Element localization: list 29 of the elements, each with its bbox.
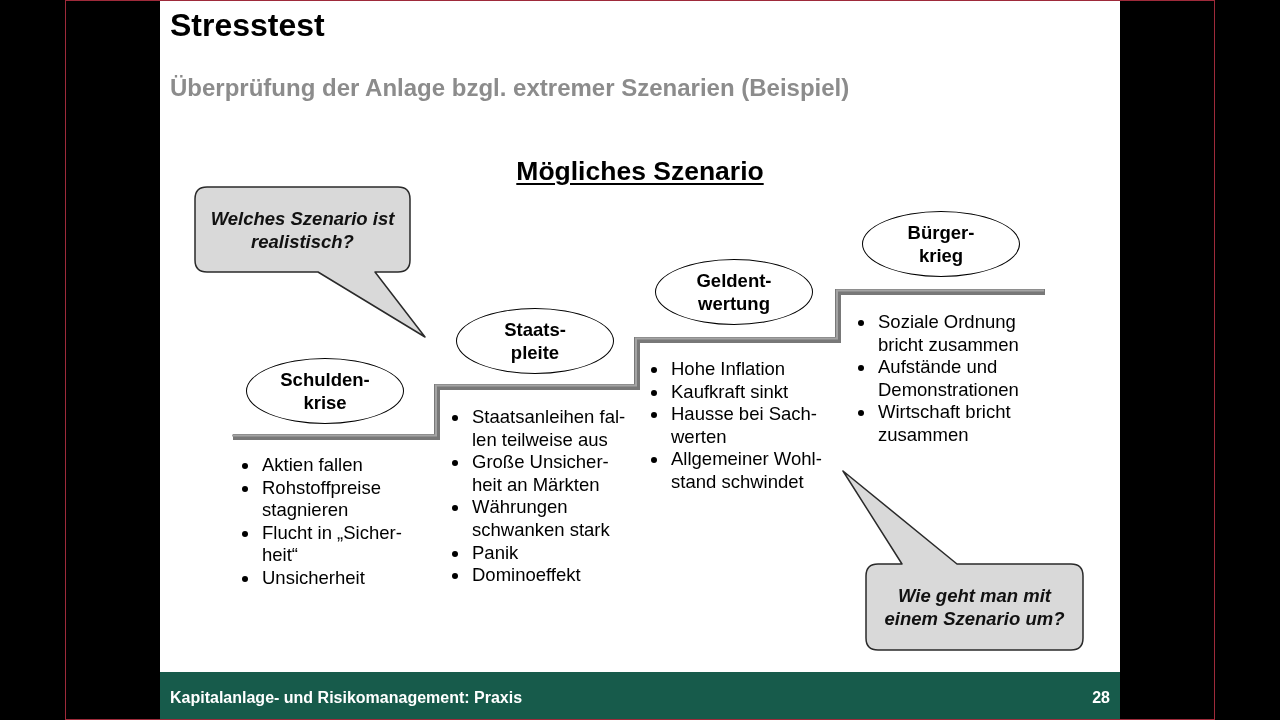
bullet-text: Wirtschaft bricht zusammen <box>878 401 1012 447</box>
scenario-label: Bürger- krieg <box>906 221 976 267</box>
bullet-text: Aktien fallen <box>262 454 363 477</box>
bullet-text: Rohstoffpreise stagnieren <box>262 476 382 522</box>
bullet-text: Dominoeffekt <box>472 564 581 587</box>
bullet-text: Flucht in „Sicher- heit“ <box>262 521 403 567</box>
bullet-text: Große Unsicher- heit an Märkten <box>472 451 610 497</box>
footer-title: Kapitalanlage- und Risikomanagement: Praxis <box>170 689 523 707</box>
question-text: Wie geht man mit einem Szenario um? <box>883 584 1066 630</box>
bullet-text: Soziale Ordnung bricht zusammen <box>878 311 1020 357</box>
bullet-text: Panik <box>472 541 519 565</box>
bullet-text: Aufstände und Demonstrationen <box>878 356 1020 402</box>
page-number: 28 <box>1092 689 1110 707</box>
bullet-text: Staatsanleihen fal- len teilweise aus <box>472 406 627 452</box>
bullet-text: Hausse bei Sach- werten <box>671 403 819 449</box>
bullet-text: Hohe Inflation <box>671 358 786 381</box>
speech-bubble <box>194 186 428 340</box>
scenario-label: Schulden- krise <box>279 368 371 414</box>
slide-subtitle: Überprüfung der Anlage bzgl. extremer Szenarien (Beispiel) <box>170 74 850 102</box>
bullet-text: Allgemeiner Wohl- stand schwindet <box>671 448 823 494</box>
bullet-text: Unsicherheit <box>262 566 365 590</box>
bullet-text: Kaufkraft sinkt <box>671 380 789 404</box>
section-heading: Mögliches Szenario <box>516 156 764 186</box>
speech-bubble <box>842 470 1086 653</box>
scenario-label: Geldent- wertung <box>695 269 773 315</box>
question-text: Welches Szenario ist realistisch? <box>209 206 396 253</box>
slide-title: Stresstest <box>170 7 325 44</box>
scenario-label: Staats- pleite <box>503 318 567 364</box>
bullet-text: Währungen schwanken stark <box>472 496 611 542</box>
